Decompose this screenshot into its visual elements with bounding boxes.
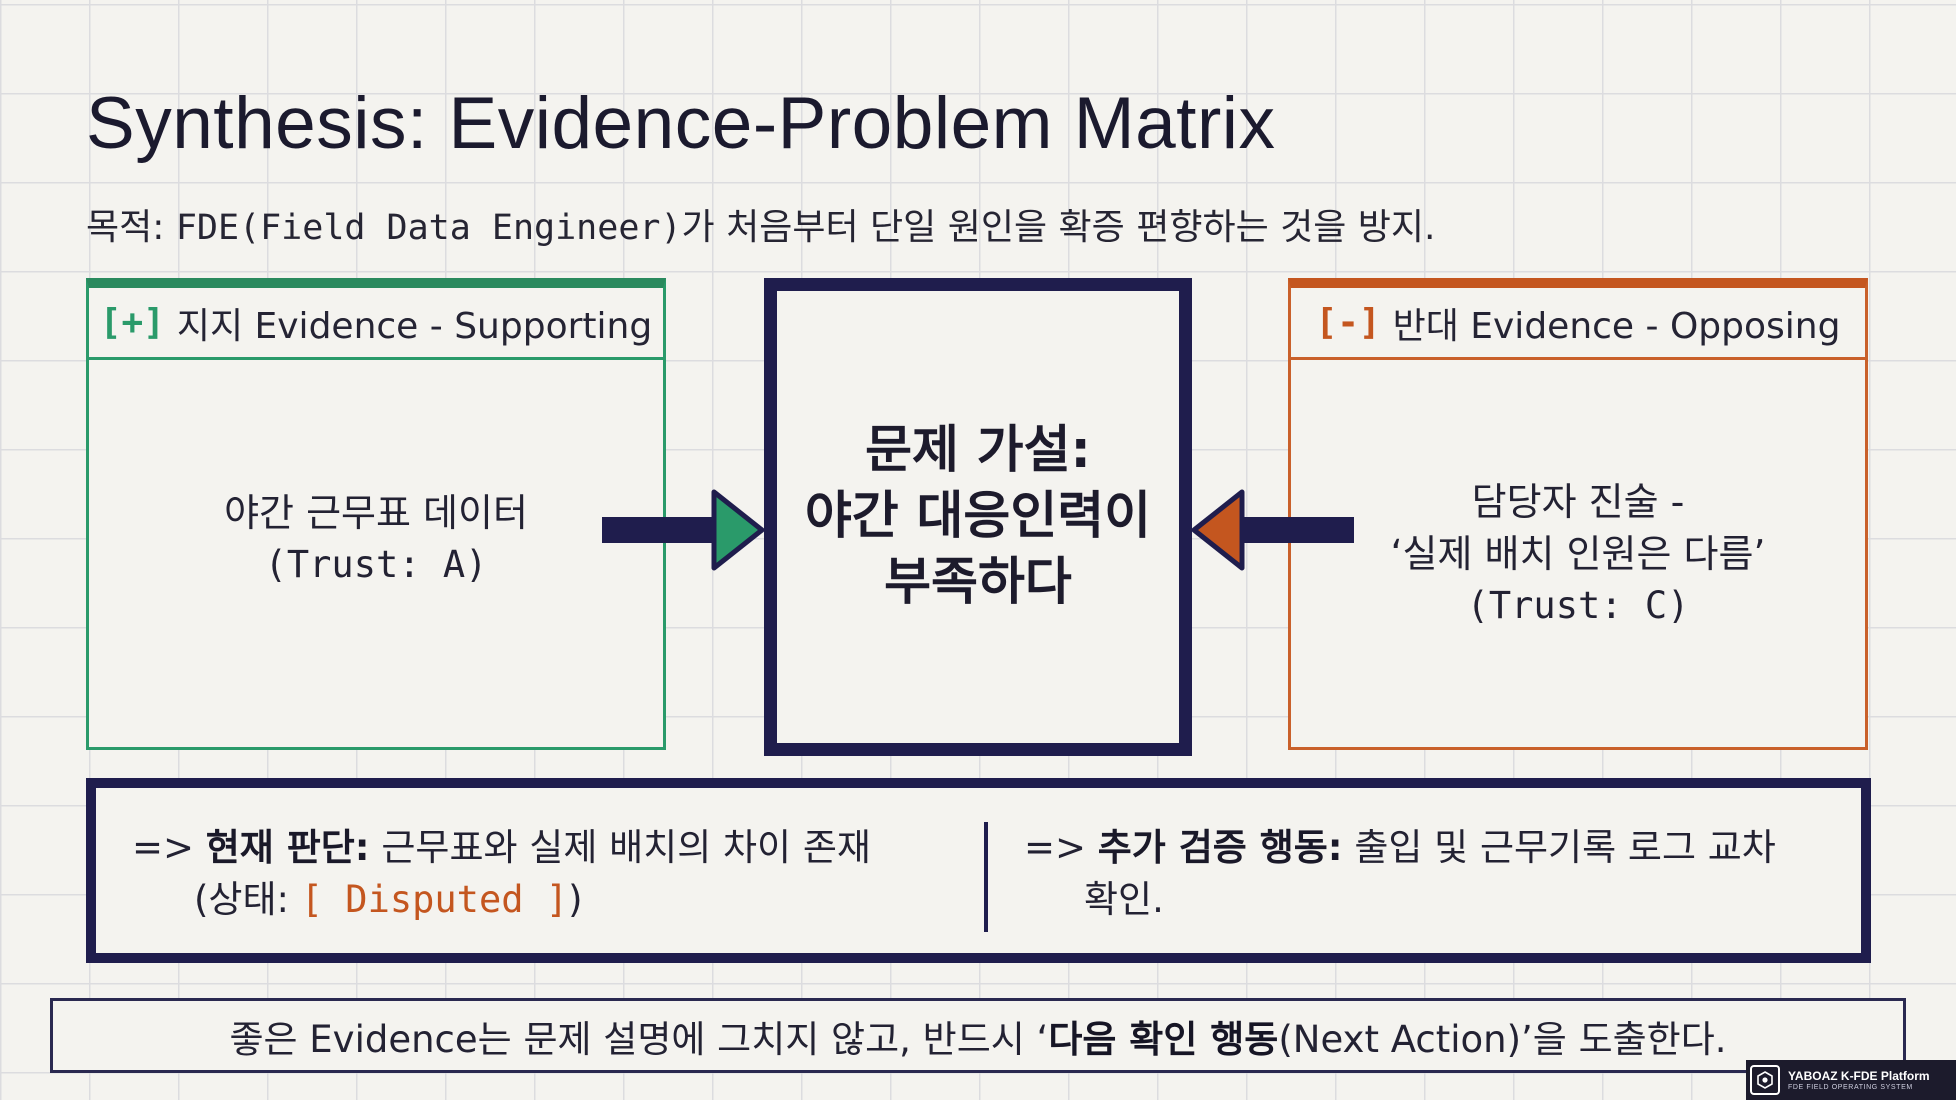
- judgment-text: 근무표와 실제 배치의 차이 존재: [369, 826, 871, 869]
- supporting-trust: (Trust: A): [264, 542, 488, 586]
- supporting-arrow-icon: [602, 489, 765, 571]
- opposing-evidence-quote: ‘실제 배치 인원은 다름’: [1390, 531, 1766, 576]
- conclusion-pre: 좋은 Evidence는 문제 설명에 그치지 않고, 반드시 ‘: [229, 1017, 1049, 1061]
- status-badge: [ Disputed ]: [300, 878, 569, 921]
- status-prefix: (상태:: [194, 878, 301, 921]
- action-text-2: 확인.: [1084, 878, 1164, 921]
- hypothesis-text: 문제 가설: 야간 대응인력이 부족하다: [805, 418, 1151, 616]
- opposing-header-label: 반대 Evidence - Opposing: [1392, 305, 1841, 347]
- status-suffix: ): [568, 878, 583, 921]
- opposing-arrow-icon: [1191, 489, 1354, 571]
- opposing-header: [-] 반대 Evidence - Opposing: [1291, 288, 1865, 360]
- opposing-body: 담당자 진술 - ‘실제 배치 인원은 다름’ (Trust: C): [1291, 360, 1865, 747]
- judgment-box: => 현재 판단: 근무표와 실제 배치의 차이 존재 (상태: [ Dispu…: [86, 778, 1871, 963]
- purpose-term: FDE(Field Data Engineer): [175, 208, 682, 248]
- judgment-arrow: =>: [132, 826, 206, 869]
- hypothesis-line-3: 부족하다: [884, 553, 1072, 612]
- hypothesis-label: 문제 가설:: [865, 421, 1091, 480]
- purpose-line: 목적: FDE(Field Data Engineer)가 처음부터 단일 원인…: [86, 198, 1436, 250]
- column-divider: [984, 822, 988, 932]
- supporting-header: [+] 지지 Evidence - Supporting: [89, 288, 663, 360]
- supporting-evidence-box: [+] 지지 Evidence - Supporting 야간 근무표 데이터 …: [86, 278, 666, 750]
- platform-badge: YABOAZ K-FDE Platform FDE FIELD OPERATIN…: [1746, 1060, 1956, 1100]
- purpose-label: 목적:: [86, 207, 176, 248]
- judgment-label: 현재 판단:: [205, 826, 370, 869]
- action-arrow: =>: [1024, 826, 1098, 869]
- platform-badge-text: YABOAZ K-FDE Platform FDE FIELD OPERATIN…: [1788, 1069, 1930, 1092]
- next-verification-action: => 추가 검증 행동: 출입 및 근무기록 로그 교차 확인.: [1024, 822, 1824, 926]
- platform-logo-icon: [1750, 1065, 1780, 1095]
- purpose-text: 가 처음부터 단일 원인을 확증 편향하는 것을 방지.: [681, 207, 1436, 248]
- conclusion-banner: 좋은 Evidence는 문제 설명에 그치지 않고, 반드시 ‘다음 확인 행…: [50, 998, 1906, 1073]
- opposing-trust: (Trust: C): [1466, 583, 1690, 627]
- page-title: Synthesis: Evidence-Problem Matrix: [86, 83, 1276, 164]
- conclusion-post: (Next Action)’을 도출한다.: [1278, 1017, 1727, 1061]
- current-judgment: => 현재 판단: 근무표와 실제 배치의 차이 존재 (상태: [ Dispu…: [132, 822, 962, 926]
- platform-name: YABOAZ K-FDE Platform: [1788, 1068, 1930, 1083]
- hypothesis-line-2: 야간 대응인력이: [804, 487, 1152, 546]
- hypothesis-box: 문제 가설: 야간 대응인력이 부족하다: [764, 278, 1192, 756]
- action-text: 출입 및 근무기록 로그 교차: [1342, 826, 1776, 869]
- minus-tag: [-]: [1315, 302, 1381, 343]
- supporting-header-label: 지지 Evidence - Supporting: [176, 305, 653, 347]
- opposing-evidence-text: 담당자 진술 -: [1471, 479, 1685, 524]
- conclusion-emphasis: 다음 확인 행동: [1048, 1017, 1279, 1061]
- platform-subtitle: FDE FIELD OPERATING SYSTEM: [1788, 1083, 1913, 1091]
- plus-tag: [+]: [99, 302, 165, 343]
- supporting-body: 야간 근무표 데이터 (Trust: A): [89, 360, 663, 747]
- action-label: 추가 검증 행동:: [1097, 826, 1343, 869]
- supporting-evidence-text: 야간 근무표 데이터: [224, 490, 528, 535]
- judgment-status-line: (상태: [ Disputed ]): [132, 874, 962, 926]
- opposing-evidence-box: [-] 반대 Evidence - Opposing 담당자 진술 - ‘실제 …: [1288, 278, 1868, 750]
